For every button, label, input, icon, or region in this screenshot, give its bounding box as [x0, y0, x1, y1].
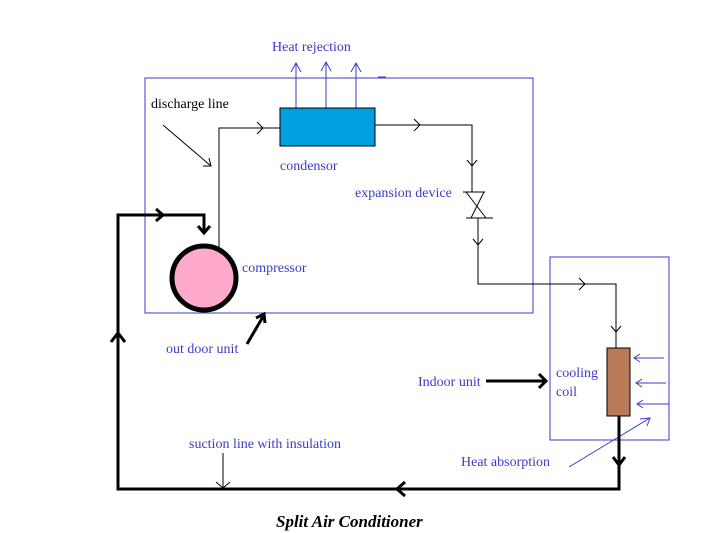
- diagram-title: Split Air Conditioner: [276, 512, 423, 531]
- discharge-line-label: discharge line: [151, 97, 229, 112]
- outdoor-unit-label: out door unit: [166, 342, 238, 357]
- outdoor-unit-pointer: [245, 311, 267, 345]
- indoor-unit-box: [549, 256, 670, 441]
- condensor-label: condensor: [280, 159, 338, 174]
- heat-rejection-arrows: [290, 60, 386, 108]
- expansion-device-icon: [463, 191, 493, 219]
- compressor-label: compressor: [242, 261, 307, 276]
- air-inflow-arrows: [633, 353, 669, 409]
- outdoor-unit-box: [144, 77, 534, 314]
- heat-rejection-label: Heat rejection: [272, 40, 351, 55]
- indoor-unit-label: Indoor unit: [418, 375, 481, 390]
- suction-line-pointer: [215, 453, 231, 489]
- cooling-coil: [606, 347, 631, 417]
- discharge-line-pipe: [218, 121, 280, 250]
- heat-absorption-pointer: [568, 417, 651, 468]
- coil-label: coil: [556, 385, 577, 400]
- expansion-outlet-pipe: [472, 218, 622, 348]
- discharge-line-pointer-arrow: [162, 124, 212, 167]
- compressor: [169, 243, 239, 313]
- suction-line-label: suction line with insulation: [189, 437, 341, 452]
- expansion-device-label: expansion device: [355, 186, 452, 201]
- liquid-line-pipe: [375, 118, 478, 192]
- heat-absorption-label: Heat absorption: [461, 455, 550, 470]
- cooling-label: cooling: [556, 366, 598, 381]
- condensor: [279, 107, 376, 147]
- indoor-unit-pointer: [486, 372, 549, 390]
- suction-line-pipe: [109, 207, 627, 498]
